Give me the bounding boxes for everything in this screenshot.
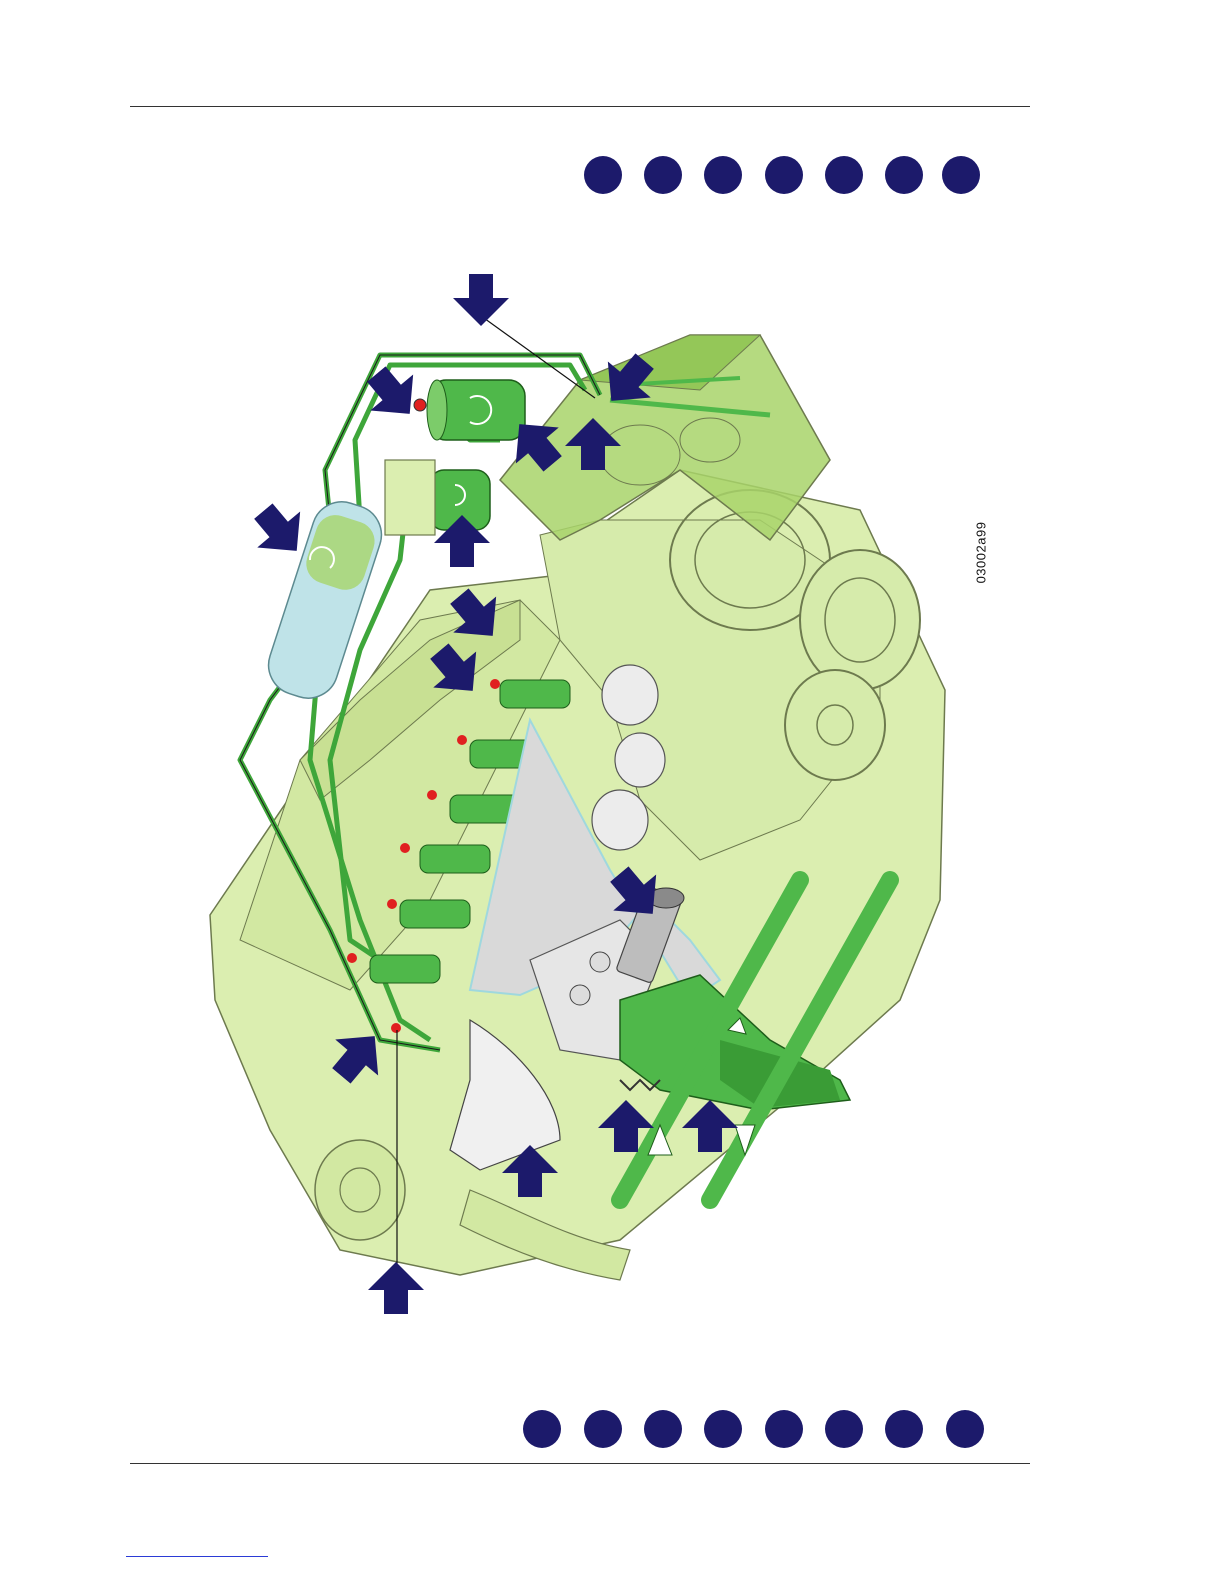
pressure-point	[391, 1023, 401, 1033]
figure-id-label: 03002a99	[973, 522, 988, 584]
primary-fuel-filter	[414, 380, 525, 440]
injector-1	[490, 679, 570, 708]
arrow-down-icon	[453, 274, 509, 326]
secondary-fuel-filter	[385, 460, 490, 535]
footer-link-underline[interactable]	[126, 1556, 268, 1557]
arrow-up-icon	[368, 1262, 424, 1314]
